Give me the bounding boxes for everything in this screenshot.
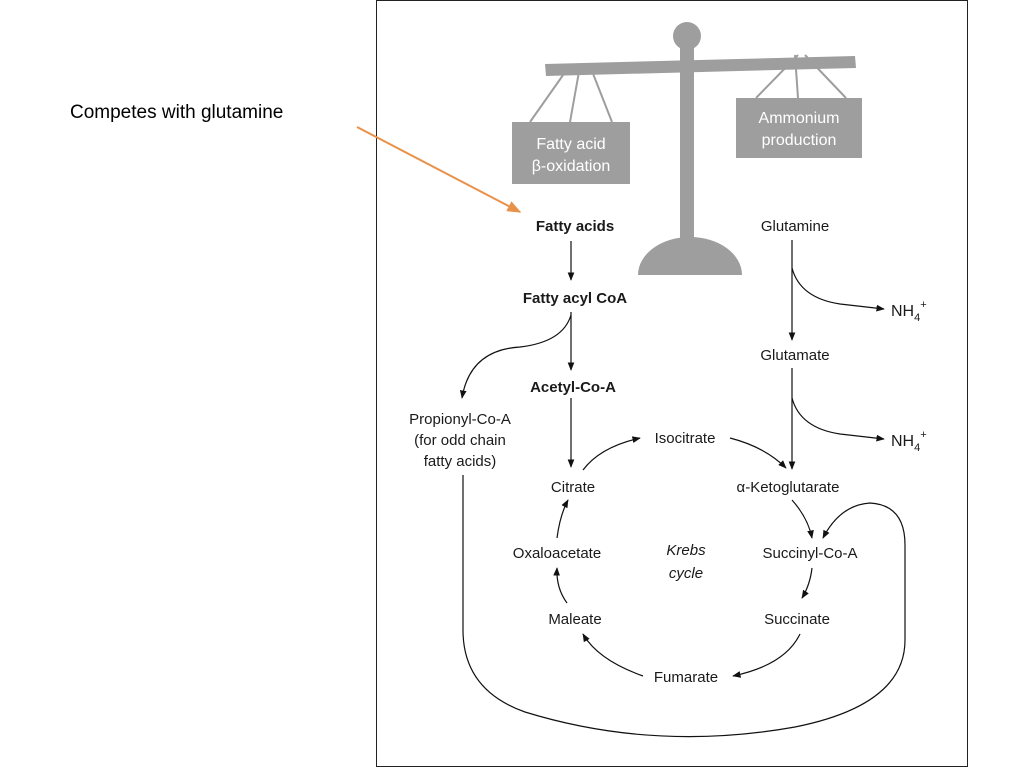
figure-frame: [376, 0, 968, 767]
node-labels: Fatty acids Fatty acyl CoA Acetyl-Co-A P…: [409, 218, 927, 686]
node-nh4-second: NH4+: [891, 429, 927, 454]
callout-arrow: [356, 126, 522, 213]
left-pan-box: [512, 122, 630, 184]
right-box-line2: production: [762, 132, 837, 149]
krebs-cycle-line1: Krebs: [666, 542, 706, 559]
node-succinyl-coa: Succinyl-Co-A: [762, 545, 857, 562]
node-isocitrate: Isocitrate: [655, 430, 716, 447]
scale-beam: [545, 56, 856, 76]
node-fumarate: Fumarate: [654, 669, 718, 686]
node-nh4-first: NH4+: [891, 299, 927, 324]
node-propionyl-line1: Propionyl-Co-A: [409, 411, 511, 428]
node-oxaloacetate: Oxaloacetate: [513, 545, 601, 562]
node-succinate: Succinate: [764, 611, 830, 628]
scale-base: [638, 237, 742, 275]
node-glutamine: Glutamine: [761, 218, 829, 235]
right-box-line1: Ammonium: [759, 110, 840, 127]
arrows: [459, 240, 906, 738]
node-citrate: Citrate: [551, 479, 595, 496]
node-propionyl-line3: fatty acids): [424, 453, 497, 470]
node-propionyl-line2: (for odd chain: [414, 432, 506, 449]
balance-scale: Fatty acid β-oxidation Ammonium producti…: [512, 22, 862, 275]
node-alpha-ketoglutarate: α-Ketoglutarate: [737, 479, 840, 496]
node-acetyl-coa: Acetyl-Co-A: [530, 379, 616, 396]
node-fatty-acids: Fatty acids: [536, 218, 614, 235]
right-pan-box: [736, 98, 862, 158]
krebs-cycle-line2: cycle: [669, 565, 703, 582]
scale-post: [680, 40, 694, 250]
callout-label: Competes with glutamine: [70, 102, 284, 123]
left-box-line2: β-oxidation: [532, 158, 611, 175]
node-maleate: Maleate: [548, 611, 601, 628]
left-box-line1: Fatty acid: [536, 136, 605, 153]
node-fatty-acyl-coa: Fatty acyl CoA: [523, 290, 627, 307]
node-glutamate: Glutamate: [760, 347, 829, 364]
